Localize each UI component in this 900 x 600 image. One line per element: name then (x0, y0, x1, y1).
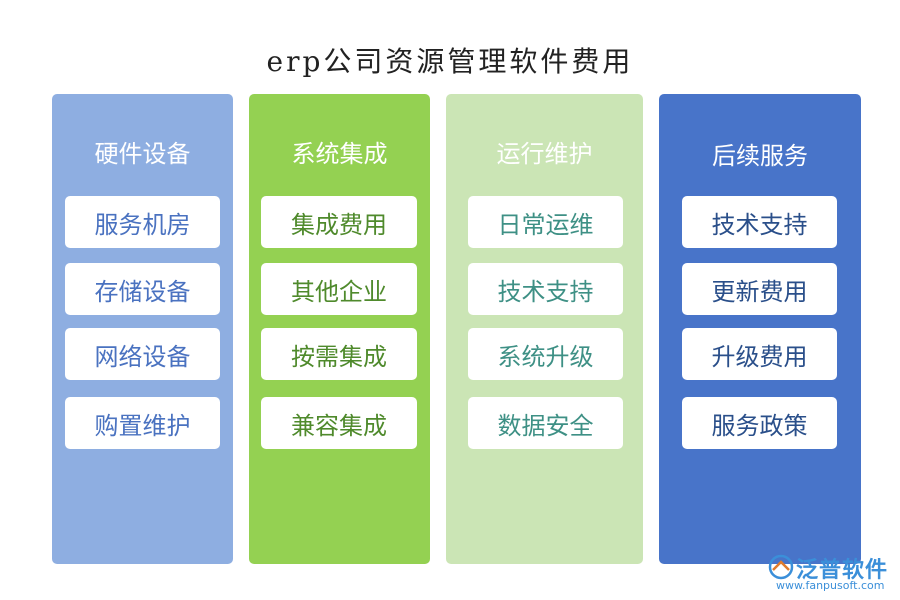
item-box: 兼容集成 (261, 397, 417, 449)
item-box: 购置维护 (65, 397, 220, 449)
item-box: 集成费用 (261, 196, 417, 248)
column-operation: 运行维护 日常运维 技术支持 系统升级 数据安全 (446, 94, 643, 564)
item-box: 数据安全 (468, 397, 623, 449)
column-integration: 系统集成 集成费用 其他企业 按需集成 兼容集成 (249, 94, 430, 564)
logo-url: www.fanpusoft.com (776, 579, 885, 592)
item-box: 日常运维 (468, 196, 623, 248)
item-box: 系统升级 (468, 328, 623, 380)
brand-logo: 泛普软件 www.fanpusoft.com (768, 552, 893, 594)
item-box: 更新费用 (682, 263, 837, 315)
column-heading: 硬件设备 (94, 140, 191, 168)
logo-name: 泛普软件 (796, 558, 889, 583)
column-after-service: 后续服务 技术支持 更新费用 升级费用 服务政策 (659, 94, 861, 564)
column-hardware: 硬件设备 服务机房 存储设备 网络设备 购置维护 (52, 94, 233, 564)
item-box: 升级费用 (682, 328, 837, 380)
item-box: 技术支持 (468, 263, 623, 315)
item-box: 服务机房 (65, 196, 220, 248)
column-heading: 后续服务 (712, 142, 808, 170)
item-box: 服务政策 (682, 397, 837, 449)
item-box: 存储设备 (65, 263, 220, 315)
column-heading: 运行维护 (496, 140, 593, 168)
diagram-title: erp公司资源管理软件费用 (266, 45, 634, 78)
item-box: 其他企业 (261, 263, 417, 315)
item-box: 技术支持 (682, 196, 837, 248)
logo-mark-icon (768, 554, 794, 580)
item-box: 按需集成 (261, 328, 417, 380)
column-heading: 系统集成 (291, 140, 388, 168)
item-box: 网络设备 (65, 328, 220, 380)
